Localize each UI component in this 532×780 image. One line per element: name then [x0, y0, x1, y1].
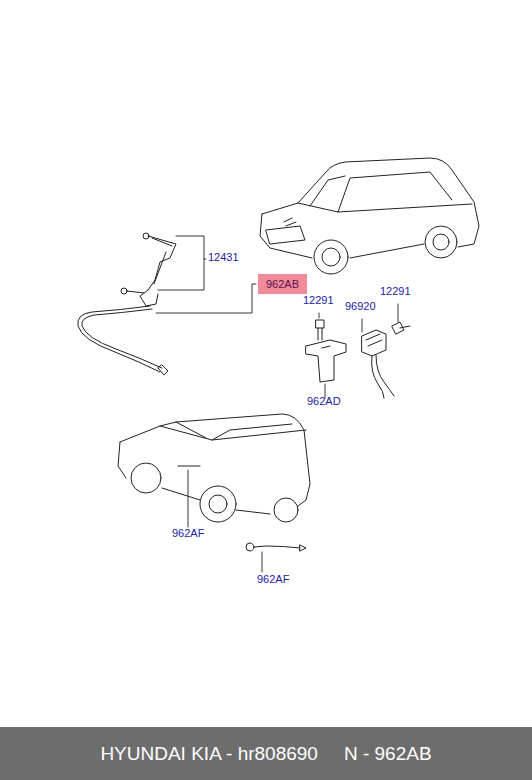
callout-number: 12431 [208, 251, 239, 264]
callout-number: 962AD [307, 395, 341, 408]
callout-number: 962AF [172, 527, 204, 540]
callout-number: 12291 [303, 294, 334, 307]
vehicle-outline [260, 158, 479, 274]
cable-assembly [78, 233, 176, 375]
footer-text: N - 962AB [344, 743, 432, 765]
leader-line [156, 236, 398, 572]
footer-band: HYUNDAI KIA - hr808690 N - 962AB [0, 727, 532, 780]
bracket [306, 320, 346, 382]
ground-cable [246, 543, 306, 551]
footer-text: HYUNDAI KIA - hr808690 [100, 743, 318, 765]
callout-number: 12291 [380, 285, 411, 298]
callout-number: 96920 [345, 300, 376, 313]
callout-number: 962AF [257, 573, 289, 586]
highlight-box: 962AB [258, 274, 307, 294]
part-number: 962AB [266, 278, 299, 290]
screw [392, 322, 410, 334]
vehicle-outline [118, 414, 310, 522]
switch [362, 330, 394, 398]
